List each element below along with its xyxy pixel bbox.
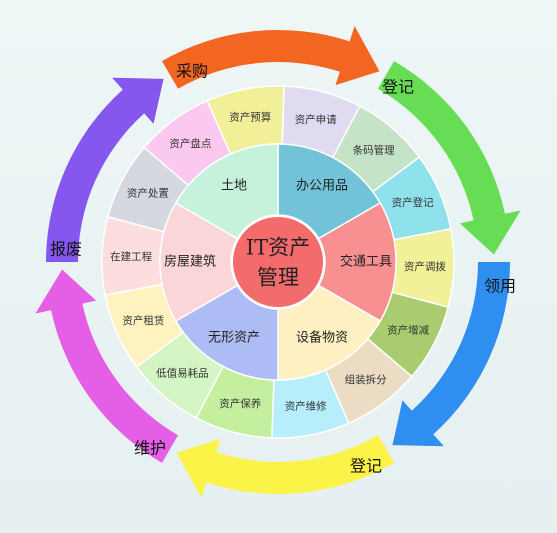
outer-labels: 资产申请 条码管理 资产登记 资产调拨 资产增减 组装拆分 资产维修 资产保养 … — [110, 111, 446, 413]
outer-label: 资产保养 — [219, 397, 261, 410]
phase-label-receive: 领用 — [484, 277, 516, 296]
center-disc — [231, 215, 325, 309]
arrow-register-top — [378, 61, 521, 255]
arrow-scrap — [46, 77, 164, 262]
arrow-maintain — [35, 269, 178, 463]
phase-label-maintain: 维护 — [134, 439, 166, 458]
phase-labels: 采购 登记 领用 登记 维护 报废 — [50, 62, 516, 476]
inner-ring — [159, 143, 397, 381]
outer-label: 资产盘点 — [169, 137, 211, 150]
inner-label: 房屋建筑 — [164, 254, 216, 270]
arrow-register-bottom — [176, 435, 394, 498]
inner-labels: 办公用品 交通工具 设备物资 无形资产 房屋建筑 土地 — [164, 178, 392, 345]
outer-label: 资产增减 — [387, 323, 429, 336]
outer-label: 组装拆分 — [345, 373, 387, 386]
inner-label: 设备物资 — [296, 330, 348, 346]
outer-label: 低值易耗品 — [156, 367, 209, 380]
arrow-receive — [392, 262, 511, 447]
phase-label-register-top: 登记 — [382, 78, 414, 97]
phase-label-procure: 采购 — [176, 62, 208, 81]
arrow-procure — [162, 26, 380, 89]
phase-label-scrap: 报废 — [50, 240, 82, 259]
inner-label: 交通工具 — [340, 254, 392, 270]
outer-label: 资产调拨 — [404, 260, 446, 273]
inner-label: 土地 — [221, 178, 247, 193]
inner-label: 办公用品 — [296, 178, 348, 193]
center-title-line-2: 管理 — [257, 266, 299, 290]
outer-label: 在建工程 — [110, 250, 152, 263]
outer-label: 资产申请 — [295, 113, 337, 126]
outer-label: 资产登记 — [392, 196, 434, 209]
outer-label: 资产维修 — [285, 399, 327, 412]
inner-label: 无形资产 — [208, 331, 260, 346]
center-title-line-1: IT资产 — [246, 236, 310, 260]
phase-label-register-bottom: 登记 — [350, 457, 382, 476]
lifecycle-arrows — [35, 26, 521, 498]
outer-label: 资产租赁 — [122, 314, 164, 327]
outer-ring — [101, 85, 455, 439]
outer-label: 条码管理 — [353, 143, 395, 156]
outer-label: 资产预算 — [229, 111, 271, 124]
outer-label: 资产处置 — [127, 187, 169, 200]
